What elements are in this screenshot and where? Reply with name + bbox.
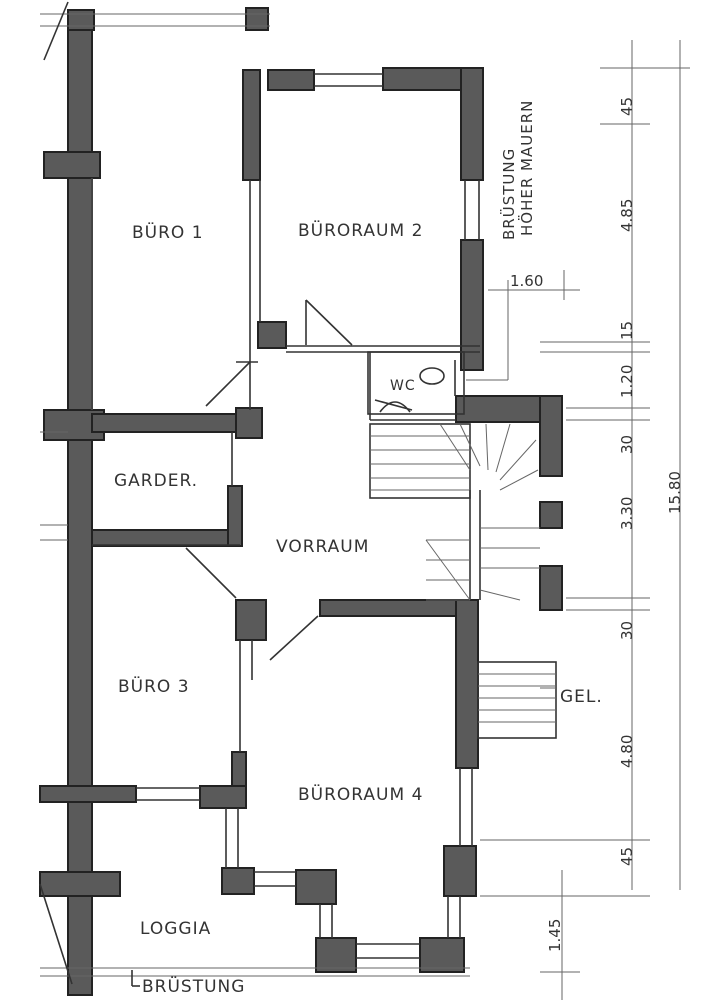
dim-label-total: 15.80 [666,471,684,514]
dim-label-30-upper: 30 [618,435,636,454]
note-bruestung-line2: HÖHER MAUERN [517,100,536,236]
dim-label-45-bottom: 45 [618,847,636,866]
room-label-buero3: BÜRO 3 [118,675,190,697]
room-label-garder: GARDER. [114,471,198,491]
staircase [369,423,557,739]
room-label-buero1: BÜRO 1 [132,221,204,243]
walls [39,7,563,996]
room-label-bueroraum4: BÜRORAUM 4 [298,783,423,805]
dim-label-480: 4.80 [618,735,636,768]
dim-label-wc-width: 1.60 [510,272,543,290]
room-label-gel: GEL. [560,687,603,707]
dimension-lines [466,40,690,1000]
dim-label-30-lower: 30 [618,621,636,640]
note-bruestung-bottom: BRÜSTUNG [142,975,245,997]
note-bruestung-line1: BRÜSTUNG [499,148,518,240]
dim-label-330: 3.30 [618,497,636,530]
room-label-vorraum: VORRAUM [276,537,369,557]
room-label-wc: WC [390,378,416,394]
dim-label-45-top: 45 [618,97,636,116]
dim-label-loggia-depth: 1.45 [546,919,564,952]
dim-label-120: 1.20 [618,365,636,398]
dim-label-15: 15 [618,321,636,340]
dim-label-485: 4.85 [618,199,636,232]
room-label-bueroraum2: BÜRORAUM 2 [298,219,423,241]
thin-lines [39,1,480,985]
room-label-loggia: LOGGIA [140,919,211,939]
